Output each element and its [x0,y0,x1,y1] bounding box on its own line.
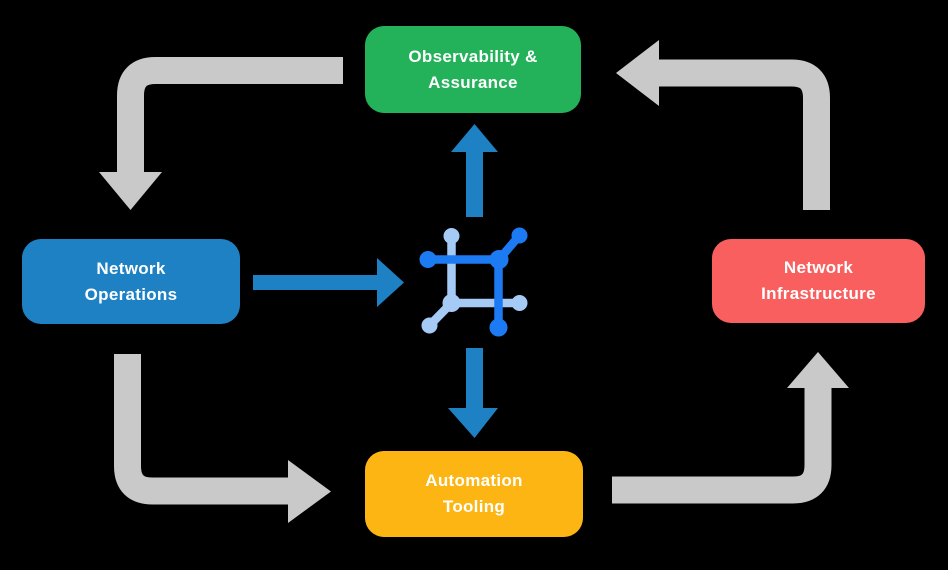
node-label-line: Observability & [408,46,538,66]
node-label-line: Operations [84,284,178,304]
icon-node-right [511,295,528,311]
blue-arrow-icon-to-observability [451,124,498,217]
blue-arrow-icon-to-automation [448,348,498,438]
node-label-line: Assurance [428,72,518,92]
node-automation-tooling: Automation Tooling [365,451,583,537]
icon-junction-top-right [489,250,509,269]
cycle-arrow-operations-to-automation [114,354,331,523]
arrow-head [448,408,498,438]
node-label-line: Network [783,258,854,277]
cycle-arrow-infrastructure-to-observability [616,40,830,210]
icon-node-top-right [511,227,528,244]
arrow-head [377,258,404,307]
arrow-shaft [117,57,343,172]
arrow-head [288,460,331,523]
icon-node-top [443,228,460,244]
node-observability-assurance: Observability & Assurance [365,26,581,113]
arrow-head [99,172,162,210]
node-label-line: Automation [425,471,523,490]
arrow-shaft [612,388,832,504]
node-network-infrastructure: Network Infrastructure [712,239,925,323]
node-label-line: Network [96,258,166,278]
arrow-head [616,40,659,106]
node-label-line: Tooling [442,497,506,516]
arrow-head [787,352,849,388]
cycle-arrow-observability-to-operations [99,57,343,210]
icon-node-left [419,251,437,268]
node-network-operations: Network Operations [22,239,240,324]
network-fabric-icon [419,227,528,337]
node-label-line: Infrastructure [761,284,876,303]
icon-node-bottom [489,318,508,337]
arrow-head [451,124,498,152]
arrow-shaft [114,354,288,505]
blue-arrow-operations-to-icon [253,258,404,307]
icon-junction-bottom-left [442,294,461,312]
icon-node-bottom-left [421,317,438,334]
cycle-arrow-automation-to-infrastructure [612,352,849,504]
arrow-shaft [659,59,830,210]
